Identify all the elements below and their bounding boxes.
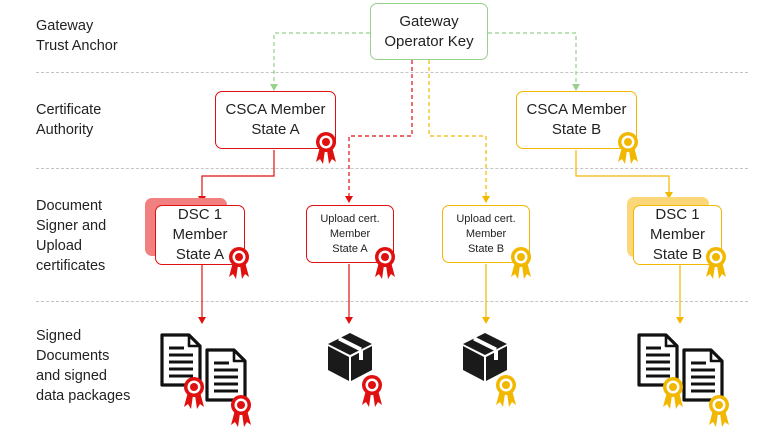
node-text: Member <box>649 226 705 243</box>
node-text: Operator Key <box>384 32 474 50</box>
node-text: DSC 1 <box>177 206 223 223</box>
link-operator-to-csca-b <box>488 32 580 91</box>
lane-text: Gateway <box>36 18 94 34</box>
certificate-seal-icon <box>362 375 382 407</box>
lane-text: Upload <box>36 238 82 254</box>
node-text: State A <box>175 246 225 263</box>
node-text: Upload cert. <box>456 212 516 225</box>
node-text: Member <box>172 226 228 243</box>
lane-separator <box>36 72 748 73</box>
node-text: Member <box>465 227 507 240</box>
node-text: DSC 1 <box>655 206 700 223</box>
lane-text: Signer and <box>36 218 107 234</box>
csca-member-state-a-box: CSCA Member State A <box>215 91 336 149</box>
link-operator-to-upload-b <box>428 60 490 203</box>
certificate-seal-icon <box>184 377 204 409</box>
node-text: State A <box>251 121 300 138</box>
lane-label-document-signer: Document Signer and Upload certificates <box>36 196 106 276</box>
package-icon <box>461 331 509 383</box>
csca-member-state-b-box: CSCA Member State B <box>516 91 637 149</box>
link-csca-b-to-dsc-b <box>575 150 673 199</box>
link-operator-to-upload-a <box>345 60 413 203</box>
lane-text: Document <box>36 198 103 214</box>
certificate-seal-icon <box>229 247 249 279</box>
lane-text: Documents <box>36 348 110 364</box>
link-csca-a-to-dsc-a <box>198 150 275 203</box>
lane-text: data packages <box>36 388 131 404</box>
lane-text: Authority <box>36 122 94 138</box>
node-text: State A <box>332 242 368 255</box>
lane-label-signed-documents: Signed Documents and signed data package… <box>36 326 130 406</box>
certificate-seal-icon <box>709 395 729 427</box>
certificate-seal-icon <box>663 377 683 409</box>
certificate-seal-icon <box>706 247 726 279</box>
lane-text: Certificate <box>36 102 102 118</box>
lane-text: Signed <box>36 328 82 344</box>
lane-separator <box>36 301 748 302</box>
document-icon <box>205 348 247 402</box>
certificate-seal-icon <box>496 375 516 407</box>
lane-label-certificate-authority: Certificate Authority <box>36 100 101 140</box>
node-text: CSCA Member <box>526 101 627 118</box>
lane-text: and signed <box>36 368 107 384</box>
document-icon <box>682 348 724 402</box>
lane-text: Trust Anchor <box>36 38 118 54</box>
link-operator-to-csca-a <box>270 32 370 91</box>
node-text: Upload cert. <box>320 212 380 225</box>
package-icon <box>326 331 374 383</box>
certificate-seal-icon <box>375 247 395 279</box>
node-text: CSCA Member <box>225 101 326 118</box>
lane-text: certificates <box>36 258 106 274</box>
certificate-seal-icon <box>511 247 531 279</box>
lane-separator <box>36 168 748 169</box>
node-text: State B <box>467 242 505 255</box>
certificate-seal-icon <box>231 395 251 427</box>
lane-label-trust-anchor: Gateway Trust Anchor <box>36 16 118 56</box>
node-text: Gateway <box>399 12 459 30</box>
node-text: State B <box>551 121 602 138</box>
node-text: Member <box>329 227 371 240</box>
gateway-operator-key-box: Gateway Operator Key <box>370 3 488 60</box>
node-text: State B <box>652 246 703 263</box>
certificate-seal-icon <box>618 132 638 164</box>
certificate-seal-icon <box>316 132 336 164</box>
